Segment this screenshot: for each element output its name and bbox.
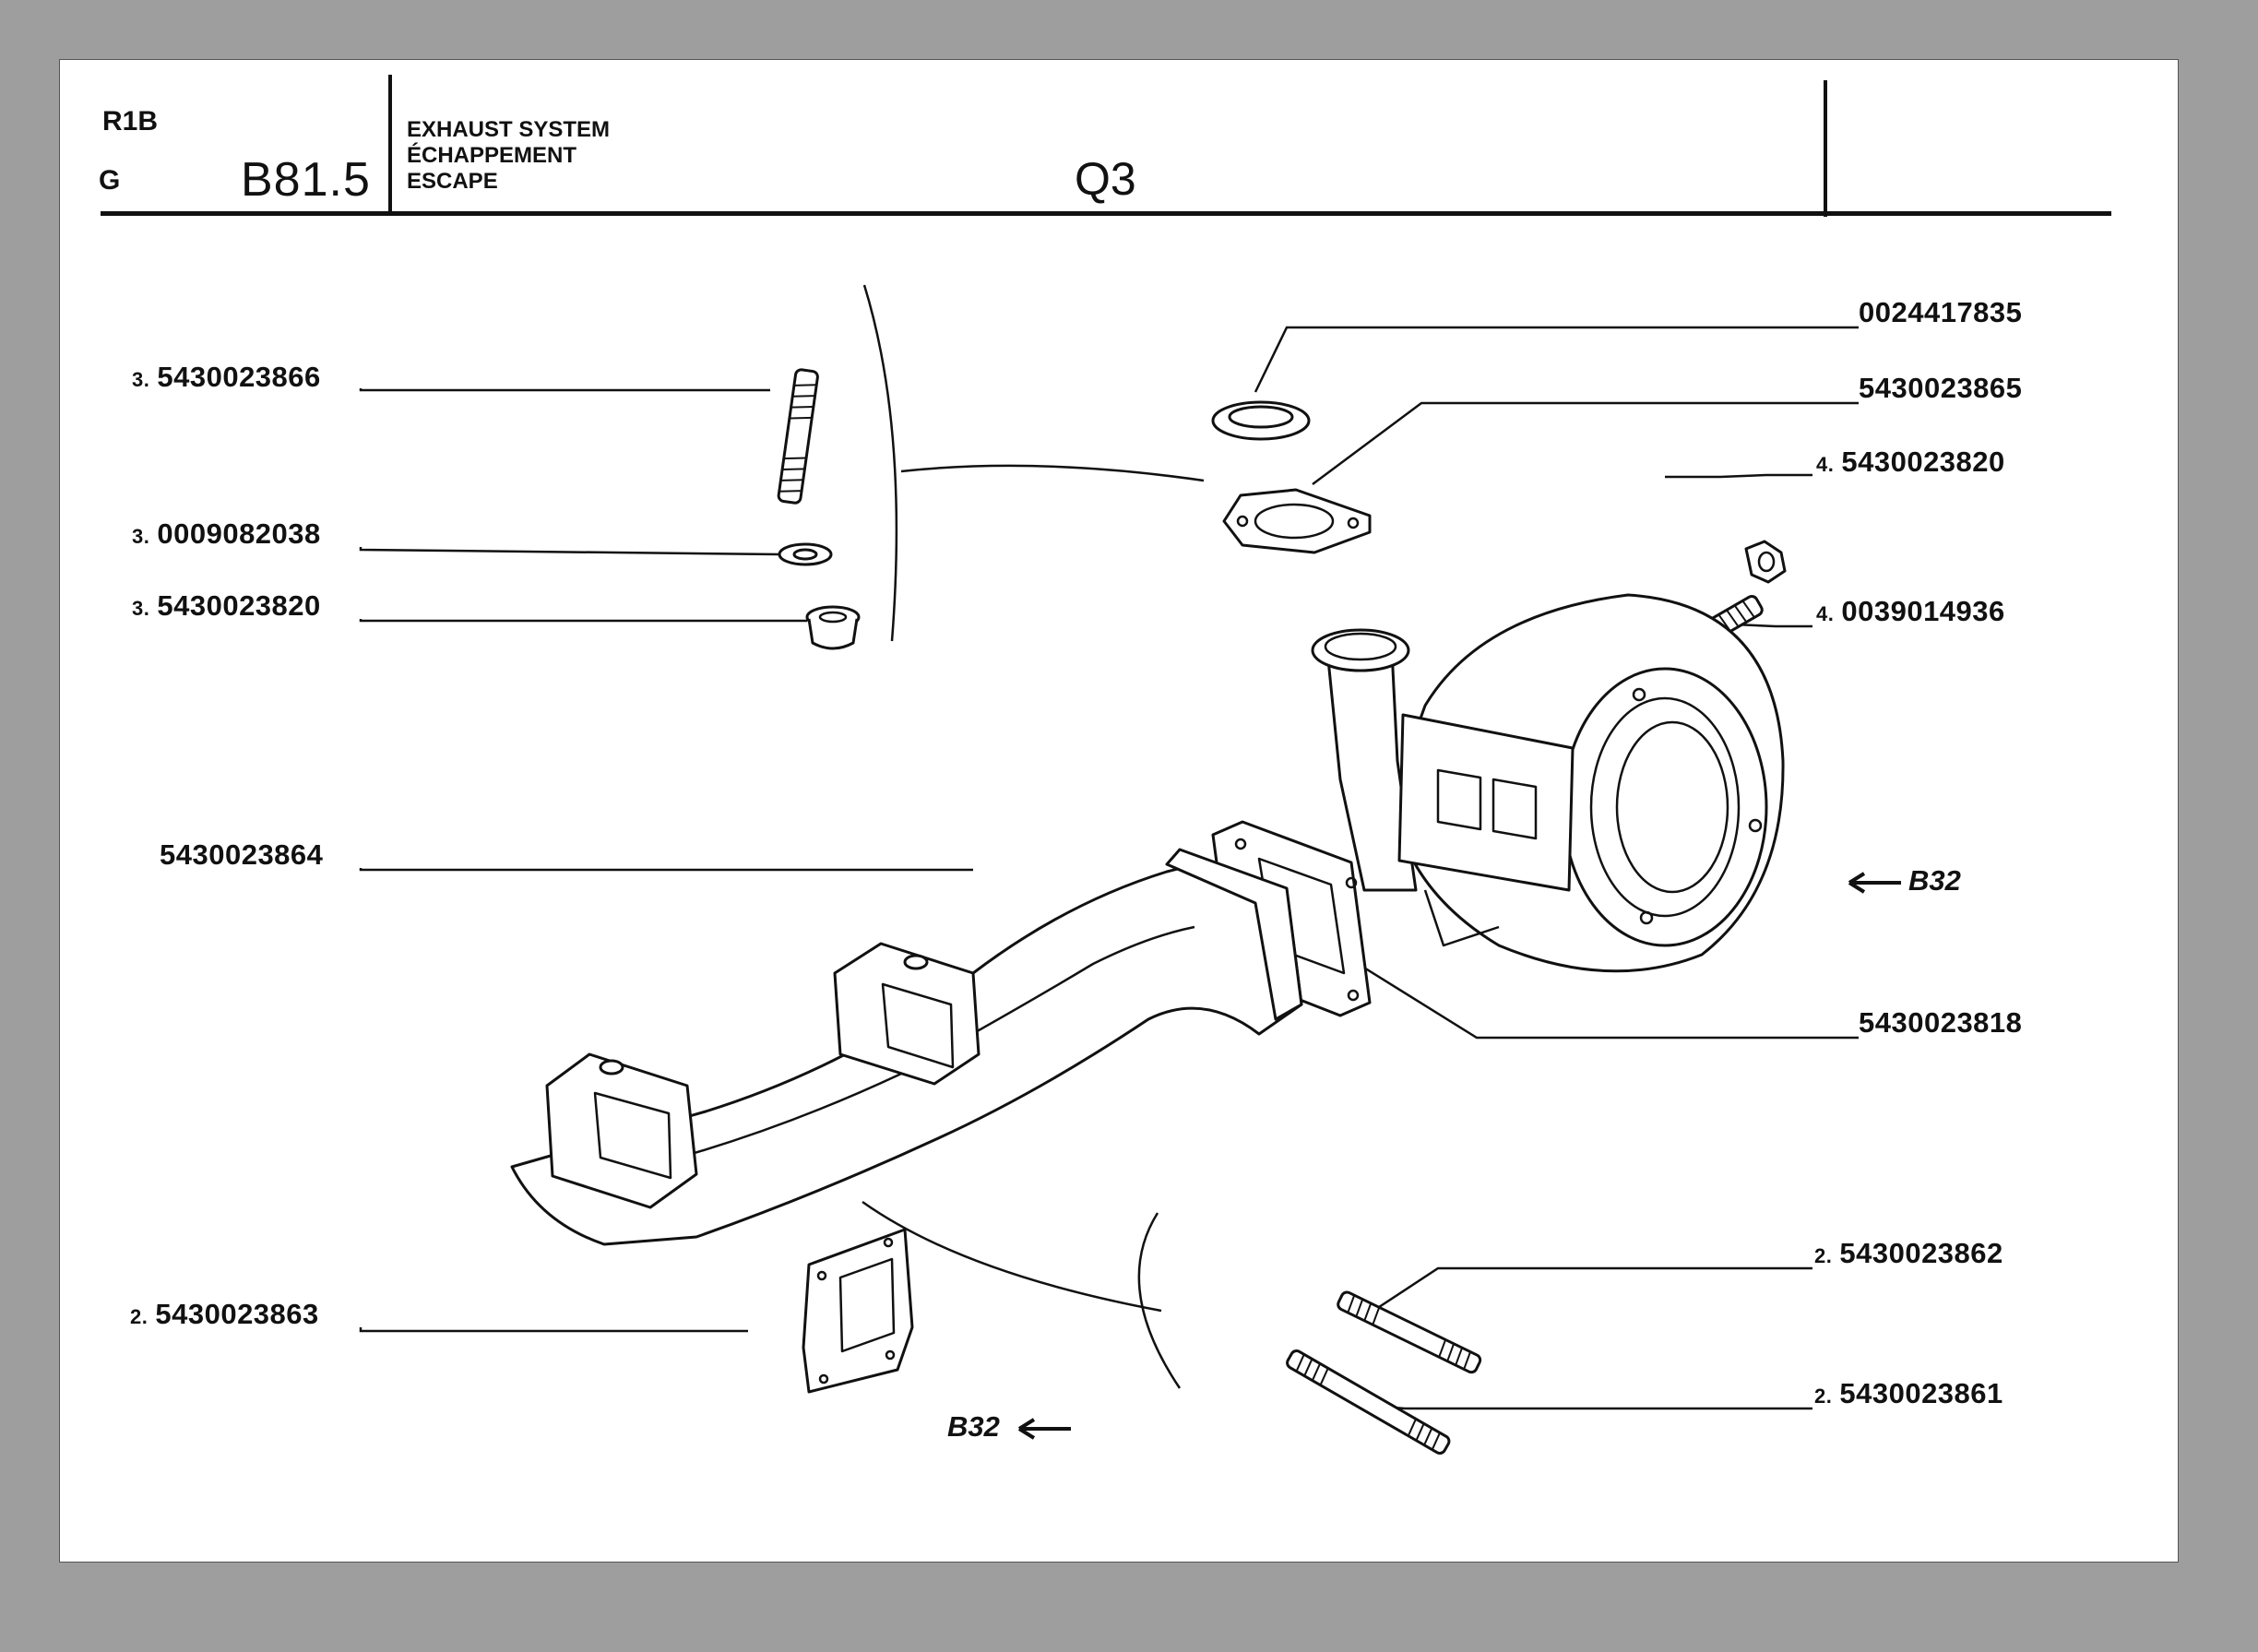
- leader-stud-lower-a: [1373, 1266, 1812, 1313]
- part-label-manifold: 5430023864: [160, 838, 324, 871]
- leader-stud-upper: [359, 388, 770, 392]
- exhaust-manifold: [510, 848, 1303, 1246]
- leader-ring: [1254, 326, 1859, 393]
- leader-nut-left: [359, 619, 807, 623]
- section-number: B81.5: [241, 153, 371, 207]
- stud-lower-a: [1337, 1290, 1482, 1374]
- part-label-stud-upper: 3.5430023866: [132, 361, 321, 393]
- leader-gasket-lower: [359, 1327, 748, 1333]
- part-label-washer: 3.0009082038: [132, 517, 321, 550]
- turbocharger: [1311, 593, 1785, 973]
- part-label-flange-gasket: 5430023865: [1859, 372, 2023, 404]
- part-label-nut-left: 3.5430023820: [132, 589, 321, 622]
- part-label-turbo-gasket: 5430023818: [1859, 1006, 2023, 1039]
- part-label-nut-right: 4.5430023820: [1816, 446, 2005, 478]
- part-label-stud-right: 4.0039014936: [1816, 595, 2005, 627]
- header-rule: [101, 211, 2111, 216]
- nut-right: [1744, 540, 1787, 584]
- catalog-sheet: R1B G B81.5 EXHAUST SYSTEM ÉCHAPPEMENT E…: [59, 59, 2179, 1563]
- header-divider-left: [388, 75, 392, 213]
- ring-gasket: [1211, 400, 1311, 441]
- washer-left: [778, 542, 833, 566]
- detail-arc-upper: [862, 284, 898, 642]
- leader-flange-gasket: [1312, 401, 1859, 486]
- leader-nut-right: [1665, 473, 1812, 479]
- flange-gasket-upper: [1222, 488, 1372, 554]
- nut-left: [805, 605, 861, 650]
- title-french: ÉCHAPPEMENT: [407, 143, 577, 168]
- exhaust-exploded-view: [359, 284, 1901, 1455]
- detail-link-upper: [900, 464, 1205, 482]
- cross-reference-bottom: B32: [947, 1410, 1000, 1443]
- header-divider-right: [1824, 80, 1827, 217]
- gasket-lower: [802, 1228, 914, 1394]
- part-label-stud-lower-a: 2.5430023862: [1814, 1237, 2003, 1269]
- leader-manifold: [359, 868, 973, 872]
- leader-turbo-gasket: [1325, 942, 1859, 1040]
- detail-link-lower: [862, 1200, 1162, 1313]
- arrow-left-icon: [1017, 1418, 1071, 1440]
- stud-lower-b: [1286, 1349, 1451, 1455]
- part-label-stud-lower-b: 2.5430023861: [1814, 1377, 2003, 1409]
- stud-upper: [777, 368, 819, 505]
- detail-arc-lower: [1137, 1212, 1182, 1389]
- part-label-gasket-lower: 2.5430023863: [130, 1298, 319, 1330]
- group-letter: G: [99, 165, 121, 196]
- leader-washer: [359, 547, 780, 556]
- cross-reference-right: B32: [1908, 864, 1961, 897]
- arrow-left-icon: [1848, 872, 1901, 894]
- group-code: Q3: [1075, 153, 1136, 205]
- title-spanish: ESCAPE: [407, 169, 498, 194]
- model-code: R1B: [102, 106, 159, 137]
- title-english: EXHAUST SYSTEM: [407, 117, 611, 142]
- leader-stud-lower-b: [1382, 1405, 1812, 1410]
- part-label-ring: 0024417835: [1859, 296, 2023, 328]
